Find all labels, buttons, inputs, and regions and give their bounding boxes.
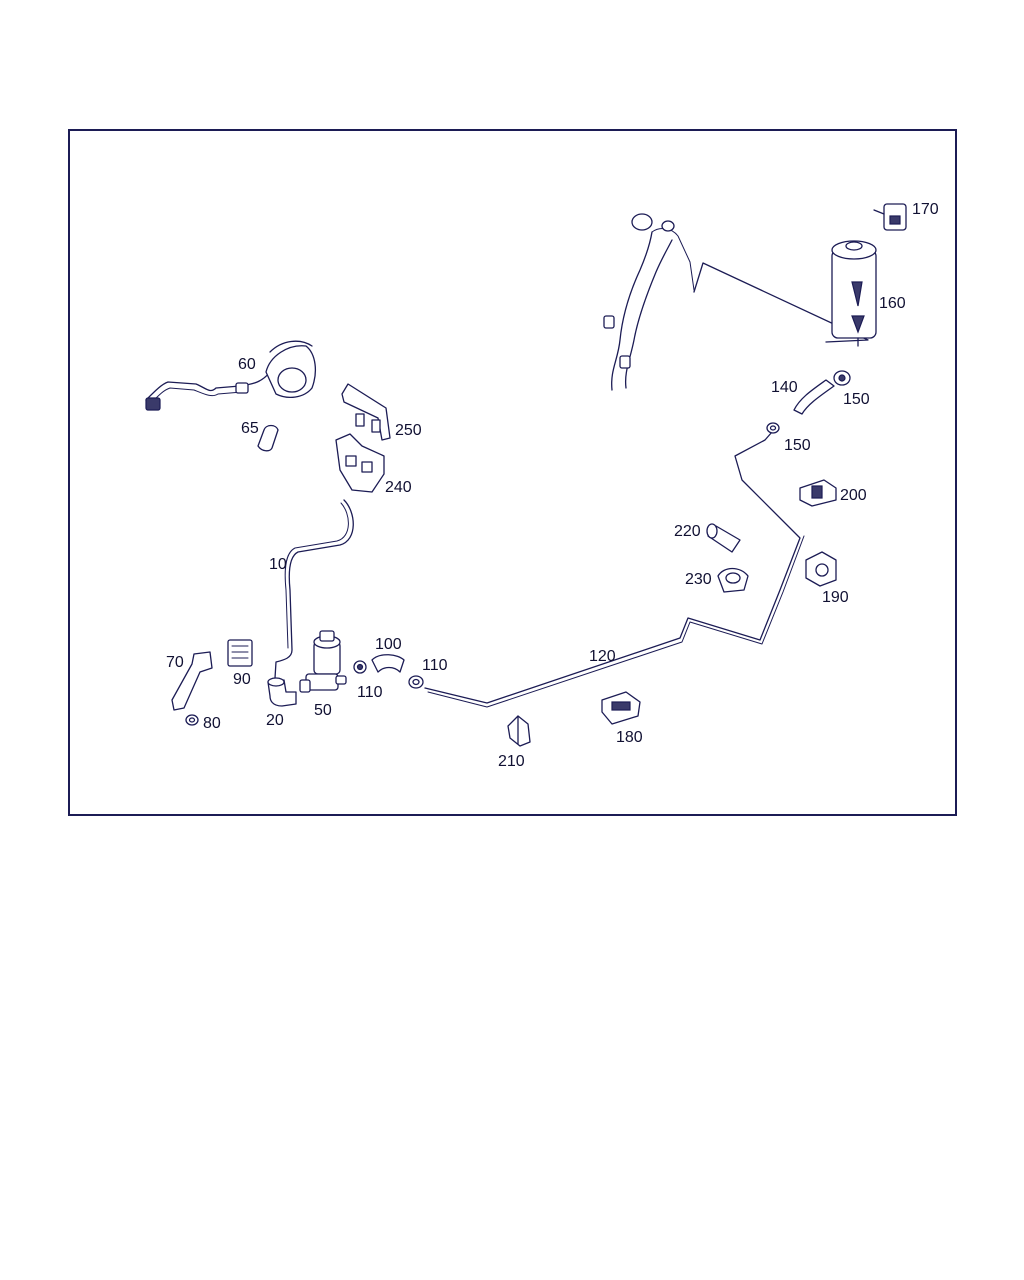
part-150-clamp-lower[interactable] [766,422,780,434]
part-140-hose[interactable] [793,379,835,415]
part-170-valve[interactable] [873,203,907,231]
part-10-tube[interactable] [274,499,354,679]
part-200-clip[interactable] [799,479,837,507]
part-90-connector[interactable] [227,639,253,667]
callout-210: 210 [498,753,525,770]
part-210-clip[interactable] [507,715,531,747]
callout-250: 250 [395,422,422,439]
callout-20: 20 [266,712,284,729]
callout-110-a: 110 [357,684,383,701]
callout-230: 230 [685,571,712,588]
part-20-elbow-hose[interactable] [267,677,297,707]
callout-180: 180 [616,729,643,746]
callout-100: 100 [375,636,402,653]
callout-190: 190 [822,589,849,606]
fuel-filler-harness[interactable] [603,213,695,391]
callout-160: 160 [879,295,906,312]
callout-170: 170 [912,201,939,218]
part-100-hose[interactable] [371,654,405,673]
part-110-clamp-left[interactable] [353,660,367,674]
callout-90: 90 [233,671,251,688]
part-180-holder[interactable] [601,691,641,725]
part-60-sensor-harness[interactable] [145,340,317,411]
part-70-bracket[interactable] [171,651,213,711]
callout-10: 10 [269,556,287,573]
part-120-main-line[interactable] [424,431,805,708]
part-65-small-hose[interactable] [257,424,279,452]
callout-220: 220 [674,523,701,540]
diagram-frame [68,129,957,816]
part-160-canister[interactable] [831,240,877,347]
part-50-valve[interactable] [299,630,347,693]
part-250-bracket[interactable] [341,383,391,441]
callout-240: 240 [385,479,412,496]
filler-vent-line[interactable] [693,262,869,343]
callout-60: 60 [238,356,256,373]
part-80-washer[interactable] [185,714,199,726]
callout-120: 120 [589,648,616,665]
part-240-bracket[interactable] [335,433,385,493]
callout-65: 65 [241,420,259,437]
part-110-clamp-right[interactable] [408,675,424,689]
callout-150-a: 150 [843,391,870,408]
callout-80: 80 [203,715,221,732]
callout-70: 70 [166,654,184,671]
callout-110-b: 110 [422,657,448,674]
part-150-clamp-upper[interactable] [833,370,851,386]
part-230-clip[interactable] [717,567,749,593]
callout-200: 200 [840,487,867,504]
callout-140: 140 [771,379,798,396]
part-190-clip[interactable] [805,551,837,587]
callout-150-b: 150 [784,437,811,454]
part-220-sleeve[interactable] [706,523,741,553]
callout-50: 50 [314,702,332,719]
